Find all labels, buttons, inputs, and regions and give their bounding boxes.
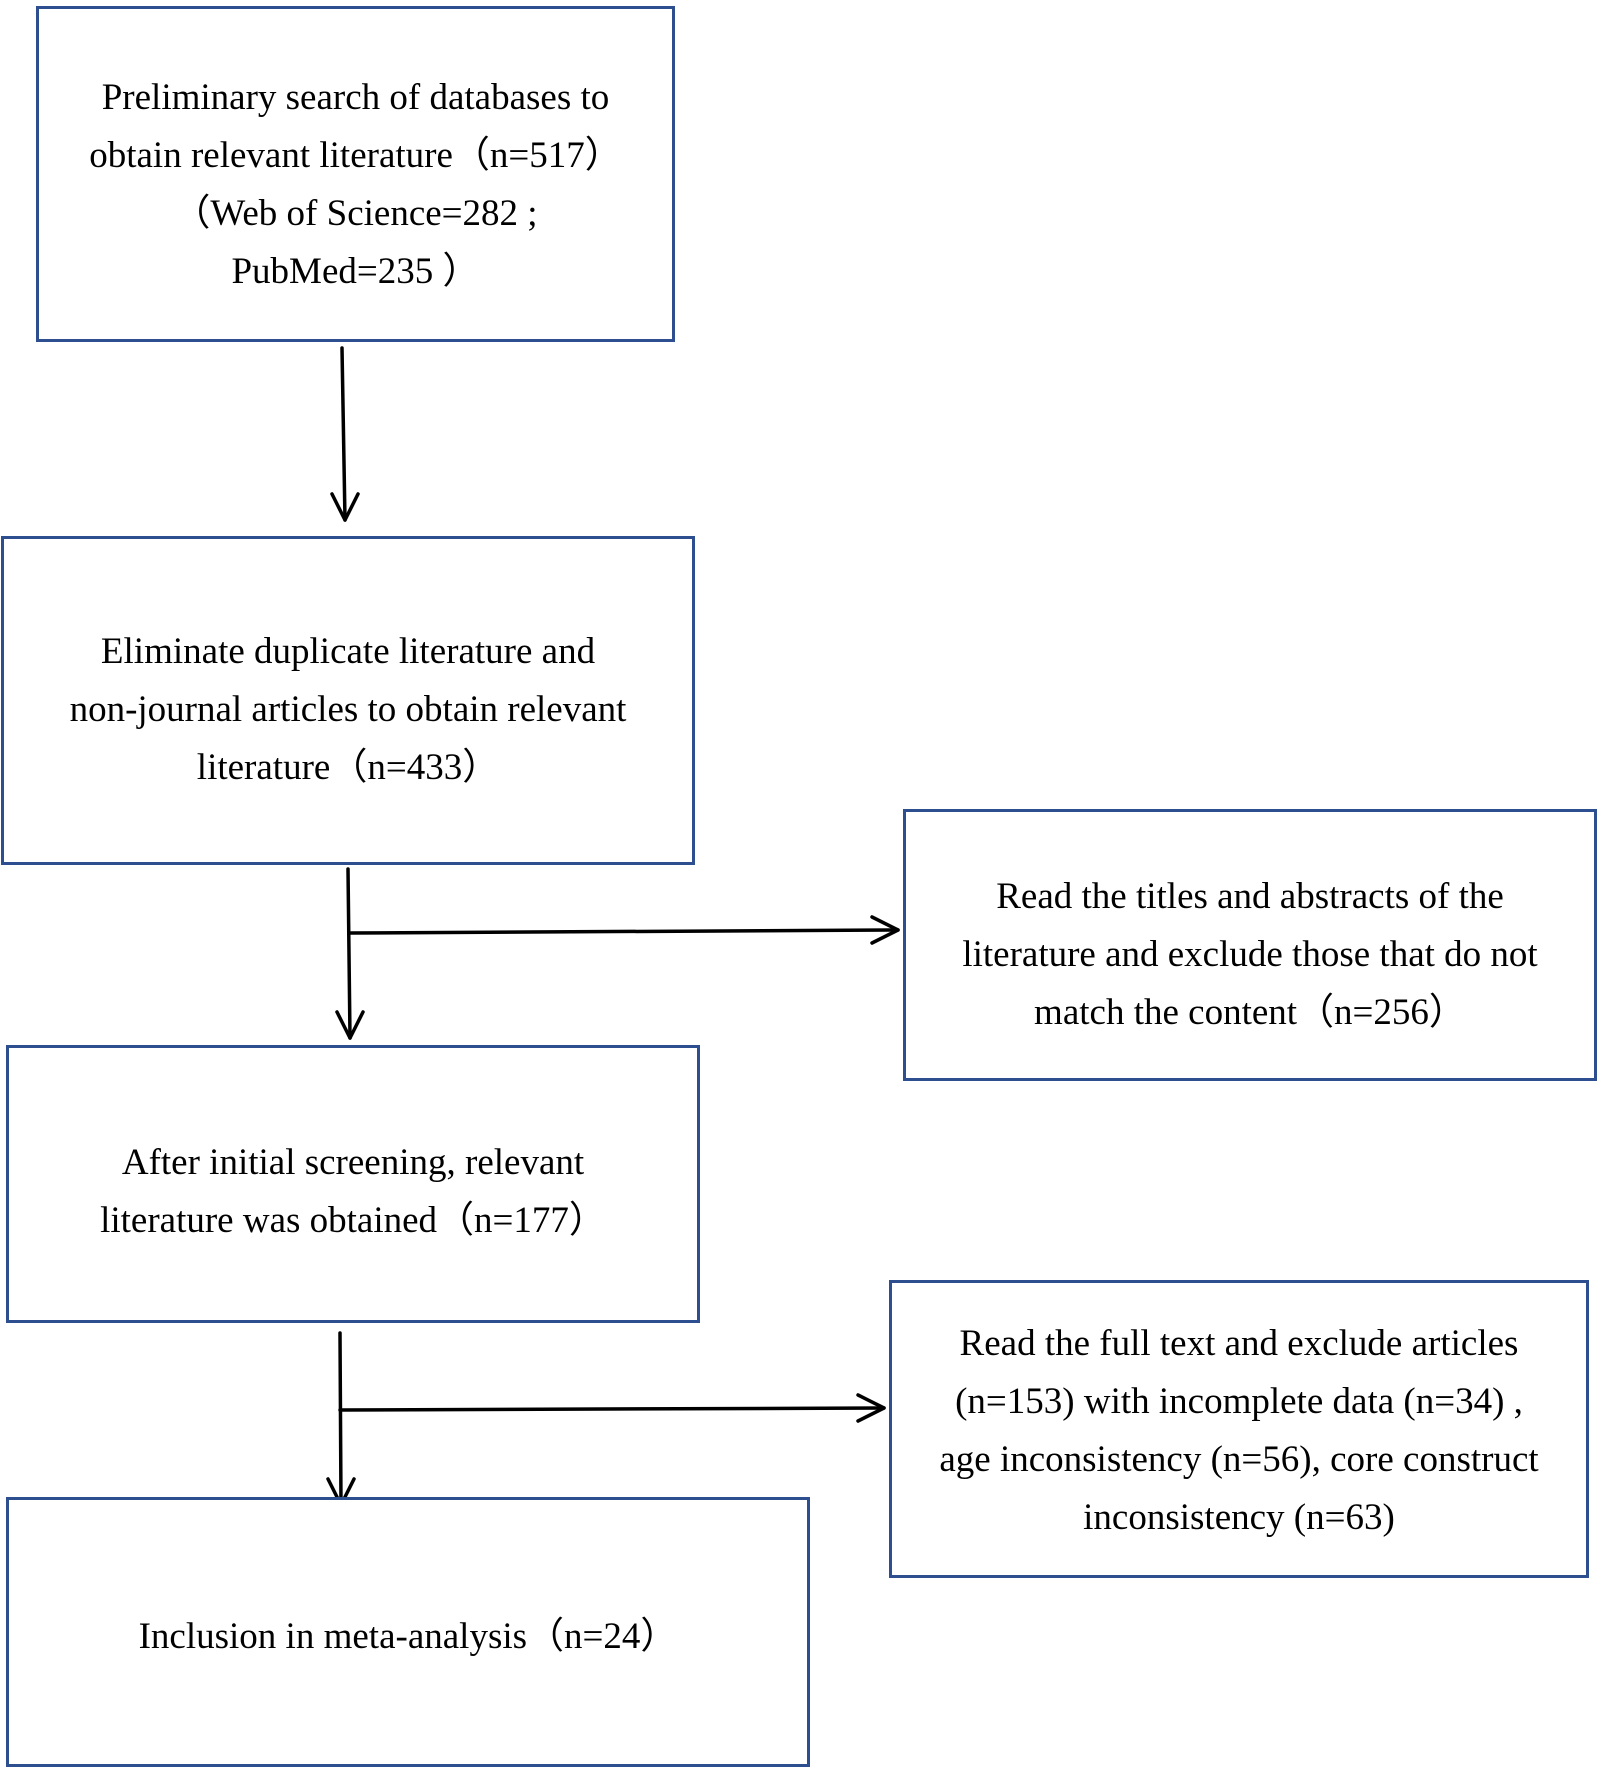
step-eliminate-duplicates-text: Eliminate duplicate literature and non-j… — [69, 631, 627, 788]
step-inclusion-text: Inclusion in meta-analysis（n=24） — [138, 1616, 678, 1657]
arrow-to-full-text-exclusion — [338, 1393, 886, 1423]
arrow-screening-to-inclusion — [326, 1331, 356, 1507]
step-initial-screening-box: After initial screening, relevant litera… — [6, 1045, 700, 1323]
arrow-eliminate-to-screening — [335, 867, 365, 1040]
arrow-search-to-eliminate — [330, 346, 360, 522]
step-preliminary-search-box: Preliminary search of databases to obtai… — [36, 6, 675, 342]
step-eliminate-duplicates-box: Eliminate duplicate literature and non-j… — [1, 536, 695, 865]
step-full-text-exclusion-box: Read the full text and exclude articles … — [889, 1280, 1589, 1578]
step-title-abstract-exclusion-text: Read the titles and abstracts of the lit… — [962, 876, 1538, 1033]
step-inclusion-box: Inclusion in meta-analysis（n=24） — [6, 1497, 810, 1767]
step-initial-screening-text: After initial screening, relevant litera… — [100, 1142, 606, 1241]
step-title-abstract-exclusion-box: Read the titles and abstracts of the lit… — [903, 809, 1597, 1081]
step-full-text-exclusion-text: Read the full text and exclude articles … — [939, 1323, 1539, 1538]
step-preliminary-search-text: Preliminary search of databases to obtai… — [89, 77, 622, 292]
arrow-to-title-abstract-exclusion — [349, 915, 900, 945]
